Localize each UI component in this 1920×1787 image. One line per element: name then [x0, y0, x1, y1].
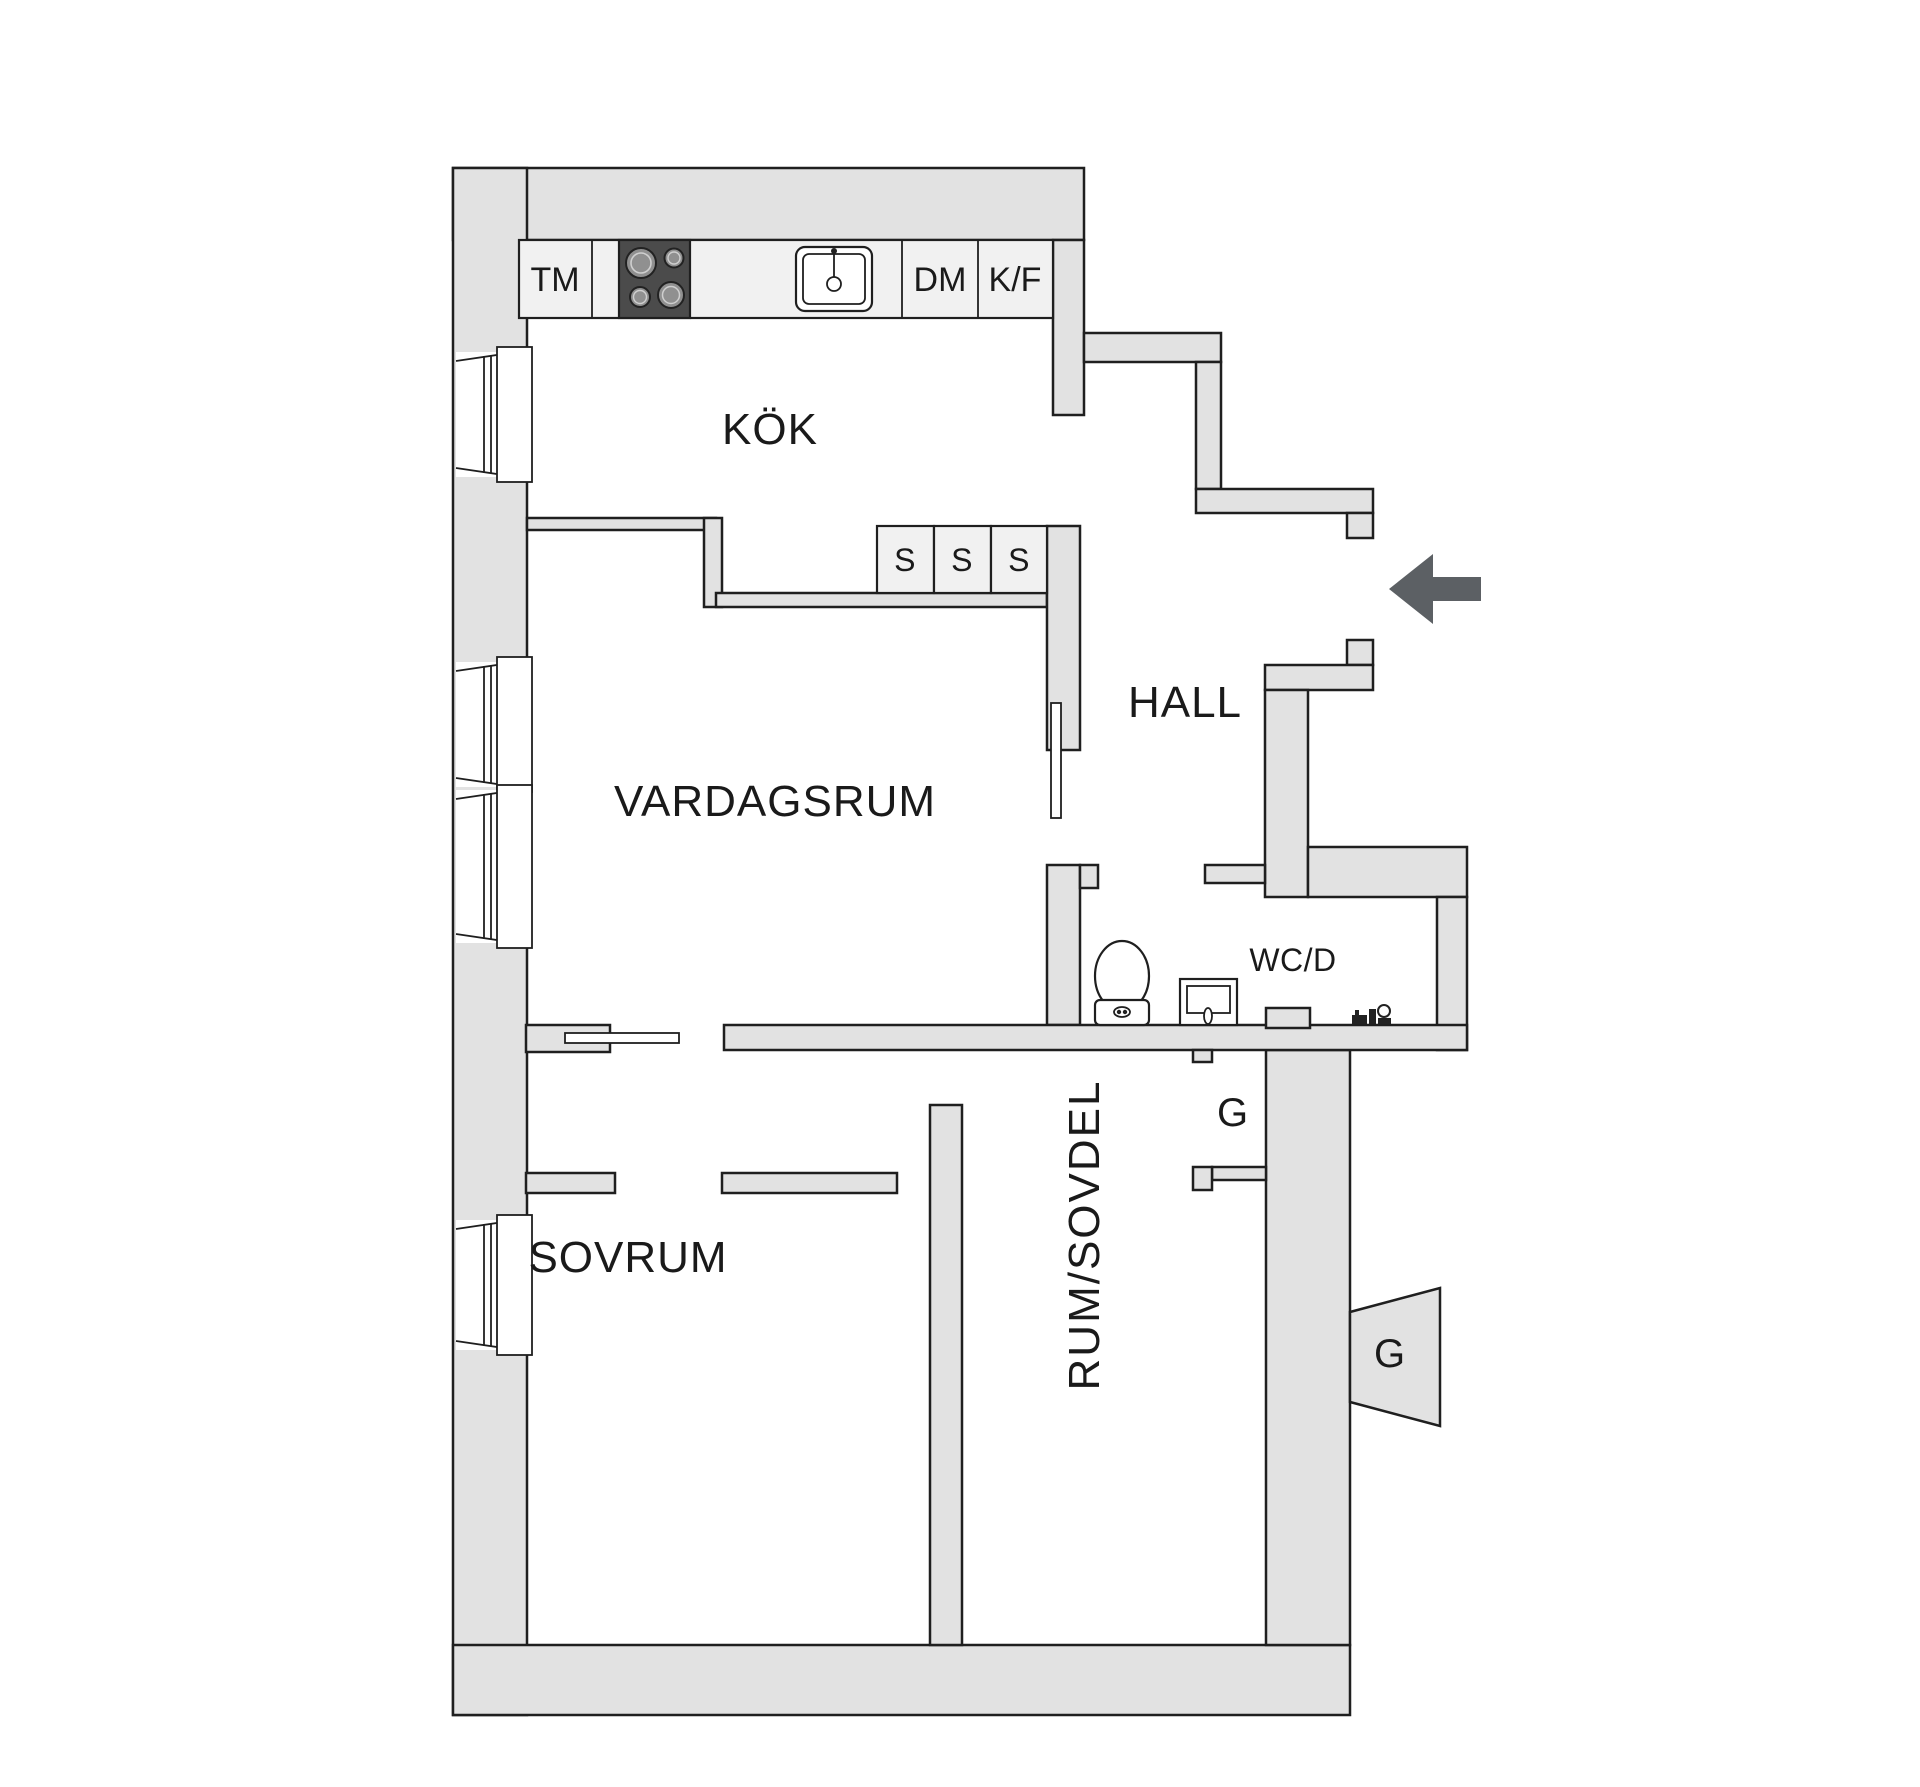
appliance-label-dishwasher: DM [913, 261, 967, 299]
cabinet-boxes [875, 524, 1049, 595]
wall-wc-left-notch [1078, 863, 1100, 890]
closet-label-g: G [1216, 1091, 1250, 1135]
wall-duct [1264, 1006, 1312, 1030]
counter-strip [517, 238, 1055, 320]
window-icon [455, 656, 533, 793]
entrance-jamb-top [1345, 511, 1375, 540]
toilet-icon [1093, 939, 1151, 1027]
bay-label-g: G [1373, 1332, 1407, 1376]
windows [455, 346, 533, 1356]
wall-vestibule-top [1082, 331, 1223, 364]
room-label-kitchen: KÖK [722, 405, 818, 454]
wardrobe-bay [1348, 1286, 1442, 1428]
cabinet-label-s: S [894, 542, 916, 578]
appliance-label-fridge-freezer: K/F [988, 261, 1042, 299]
window-icon [455, 1214, 533, 1356]
wall-right-column [1264, 1048, 1352, 1647]
kitchen-sink-icon [794, 245, 874, 313]
room-label-second-room: RUM/SOVDEL [1060, 1079, 1109, 1391]
shower-mixer-icon [1352, 1004, 1391, 1024]
door-leaf-bedroom [564, 1032, 680, 1044]
wall-hall-upper-right [1194, 360, 1223, 491]
door-leaf-living-room [1050, 702, 1062, 819]
window-icon [455, 784, 533, 949]
wall-bedroom-top-right [720, 1171, 899, 1195]
wall-spine [722, 1023, 1469, 1052]
room-label-living-room: VARDAGSRUM [613, 777, 937, 826]
window-icon [455, 346, 533, 483]
wall-kitchen-bottom-left [525, 516, 718, 532]
room-label-bathroom: WC/D [1249, 942, 1337, 978]
interior-walls [524, 516, 1469, 1647]
wall-closet-bottom [1210, 1165, 1268, 1182]
wall-kitchen-right [1051, 238, 1086, 417]
cabinet-label-s: S [951, 542, 973, 578]
room-label-hall: HALL [1127, 678, 1243, 727]
wall-kitchen-step [702, 516, 724, 609]
wall-entrance-bottom [1263, 663, 1375, 692]
wall-closet-corner [1191, 1165, 1214, 1192]
bathroom-sink-icon [1178, 977, 1239, 1027]
wall-closet-tab [1191, 1048, 1214, 1064]
entrance-arrow-icon [1389, 554, 1481, 624]
wall-entrance-top [1194, 487, 1375, 515]
kitchen-counter [517, 238, 1055, 320]
wall-bottom [451, 1643, 1352, 1717]
cabinet-label-s: S [1008, 542, 1030, 578]
wall-kitchen-bottom-right [714, 591, 1049, 609]
room-label-bedroom: SOVRUM [528, 1233, 728, 1282]
wall-hall-living-lower [1045, 863, 1082, 1027]
wall-bedroom-top-left [524, 1171, 617, 1195]
wall-top [451, 166, 1086, 242]
wall-hall-right [1263, 688, 1310, 899]
stove-icon [617, 238, 692, 320]
wall-bedroom-divider [928, 1103, 964, 1647]
appliance-label-washing-machine: TM [530, 261, 580, 299]
wall-wc-door-stub [1203, 863, 1267, 885]
entrance-jamb-bottom [1345, 638, 1375, 667]
wall-wc-top [1306, 845, 1469, 899]
